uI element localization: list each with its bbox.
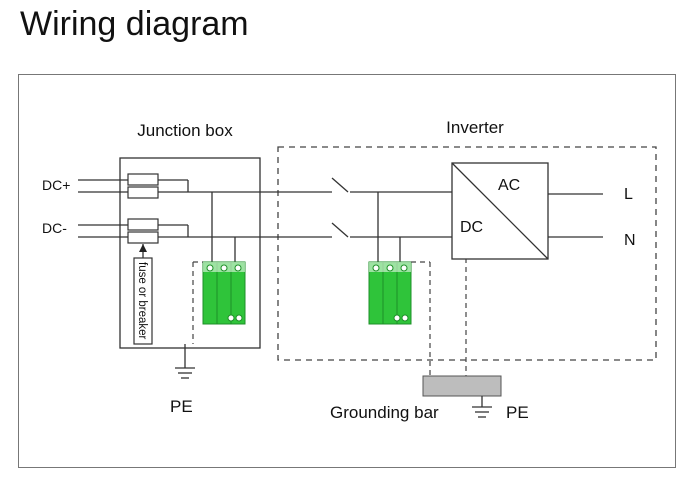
fuse-label-box (133, 257, 153, 345)
fuse-dc-minus-1 (127, 218, 159, 231)
ground-wiring (192, 258, 467, 376)
line-n-label: N (624, 232, 636, 249)
junction-box-outline (119, 157, 261, 349)
ground-icon (472, 396, 492, 418)
fuse-dc-plus-2 (127, 186, 159, 199)
grounding-bar-label: Grounding bar (330, 403, 439, 422)
diagram-frame (18, 74, 676, 468)
pe-left-label: PE (170, 397, 193, 416)
junction-box-label: Junction box (137, 121, 233, 140)
fuse-dc-plus-1 (127, 173, 159, 186)
inverter-ac-label: AC (498, 177, 520, 194)
surge-protector-junction (202, 261, 246, 325)
fuse-label: fuse or breaker (136, 262, 148, 340)
dc-plus-label: DC+ (42, 177, 70, 193)
inverter-outline (277, 146, 657, 361)
fuse-dc-minus-2 (127, 231, 159, 244)
inverter-label: Inverter (446, 118, 504, 137)
dc-wiring (78, 177, 603, 379)
line-l-label: L (624, 186, 633, 203)
grounding-bar (422, 375, 502, 397)
surge-protector-inverter (368, 261, 412, 325)
fuse-arrow-icon (139, 244, 147, 252)
pe-right-label: PE (506, 403, 529, 422)
dc-minus-label: DC- (42, 220, 67, 236)
inverter-dc-label: DC (460, 219, 483, 236)
page-title: Wiring diagram (20, 5, 249, 43)
